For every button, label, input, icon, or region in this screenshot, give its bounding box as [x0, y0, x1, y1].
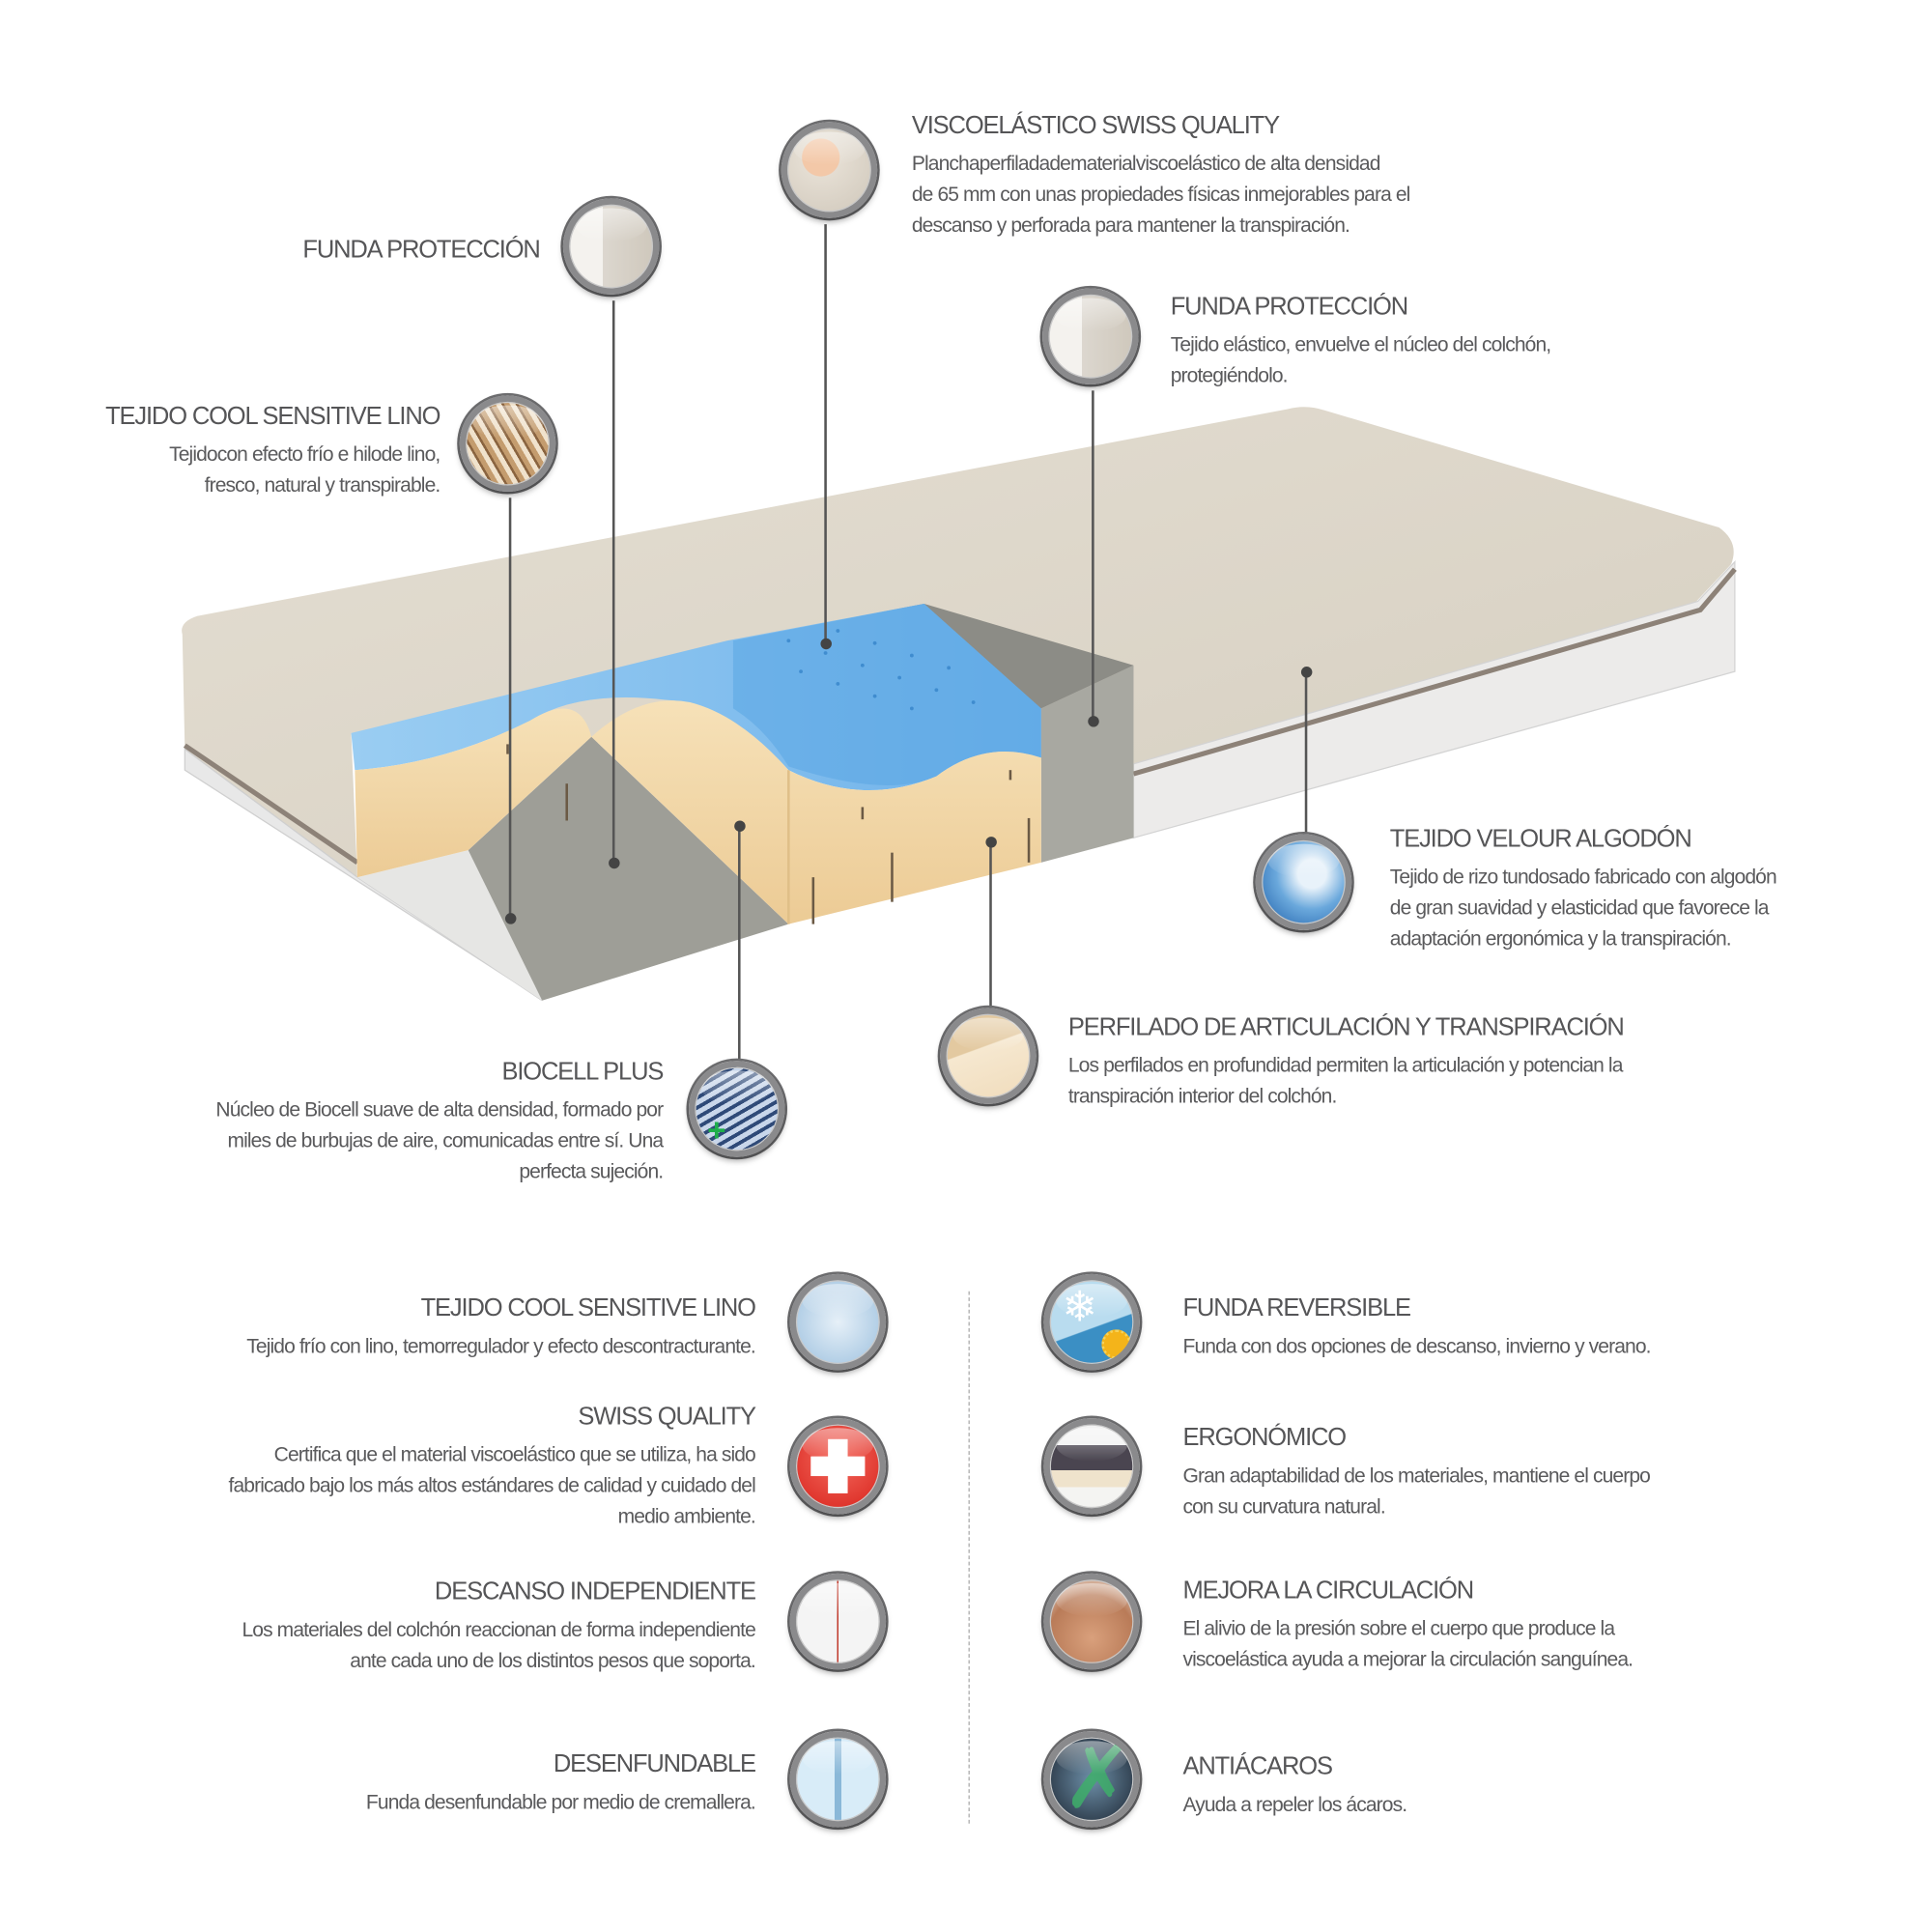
profiled-foam-icon [940, 1008, 1037, 1104]
callout-desc-line: miles de burbujas de aire, comunicadas e… [227, 1129, 664, 1152]
feature-ergonomico: ERGONÓMICO Gran adaptabilidad de los mat… [1182, 1423, 1650, 1522]
leader-line-perfilado [989, 841, 992, 1009]
feature-desc-line: viscoelástica ayuda a mejorar la circula… [1182, 1648, 1634, 1671]
feature-desc-line: con su curvatura natural. [1182, 1495, 1385, 1519]
feature-title: DESCANSO INDEPENDIENTE [434, 1577, 756, 1605]
feature-antiacaros: ANTIÁCAROS Ayuda a repeler los ácaros. [1182, 1752, 1407, 1821]
callout-desc-line: de 65 mm con unas propiedades físicas in… [911, 184, 1410, 207]
linen-fiber-icon [459, 395, 556, 492]
feature-title: FUNDA REVERSIBLE [1182, 1294, 1411, 1322]
callout-funda-left-title: FUNDA PROTECCIÓN [302, 236, 540, 264]
callout-desc-line: fresco, natural y transpirable. [204, 474, 441, 497]
feature-desc-line: Certifica que el material viscoelástico … [273, 1443, 756, 1466]
callout-biocell: BIOCELL PLUS Núcleo de Biocell suave de … [215, 1057, 664, 1187]
callout-title: PERFILADO DE ARTICULACIÓN Y TRANSPIRACIÓ… [1067, 1013, 1625, 1041]
leader-dot [1088, 716, 1099, 727]
biocell-core-front [591, 700, 1041, 924]
callout-desc-line: Planchaperfiladadematerialviscoelástico … [911, 153, 1381, 176]
column-divider [968, 1291, 970, 1824]
leader-dot [734, 820, 746, 832]
feature-title: SWISS QUALITY [578, 1403, 756, 1431]
callout-funda-right: FUNDA PROTECCIÓN Tejido elástico, envuel… [1171, 292, 1551, 391]
leader-line-cool-lino [508, 497, 512, 919]
callout-desc-line: protegiéndolo. [1170, 364, 1289, 387]
leader-line-visco [824, 224, 827, 643]
mattress-piping [1132, 567, 1737, 777]
feature-desc-line: El alivio de la presión sobre el cuerpo … [1182, 1617, 1615, 1640]
hand-on-foam-icon [781, 122, 878, 218]
leader-line-biocell [738, 825, 741, 1060]
leader-dot [985, 837, 997, 848]
leader-line-funda-right [1092, 390, 1094, 722]
callout-title: TEJIDO VELOUR ALGODÓN [1389, 825, 1692, 853]
callout-visco: VISCOELÁSTICO SWISS QUALITY Planchaperfi… [912, 111, 1410, 242]
callout-title: BIOCELL PLUS [501, 1058, 664, 1086]
leader-dot [504, 913, 517, 924]
feature-title: ANTIÁCAROS [1182, 1753, 1333, 1781]
callout-title: FUNDA PROTECCIÓN [1170, 293, 1408, 321]
leader-dot [820, 638, 832, 650]
zipper-icon [789, 1731, 887, 1828]
feature-title: TEJIDO COOL SENSITIVE LINO [420, 1294, 756, 1322]
feature-desc-line: Gran adaptabilidad de los materiales, ma… [1182, 1464, 1650, 1488]
feature-desc-line: medio ambiente. [617, 1505, 756, 1528]
callout-desc-line: Tejidocon efecto frío e hilode lino, [169, 443, 440, 467]
callout-velour: TEJIDO VELOUR ALGODÓN Tejido de rizo tun… [1389, 824, 1777, 954]
leader-line-velour [1304, 671, 1308, 835]
feature-circulacion: MEJORA LA CIRCULACIÓN El alivio de la pr… [1182, 1576, 1634, 1675]
grey-side-block [1040, 665, 1134, 863]
feature-desc-line: Ayuda a repeler los ácaros. [1182, 1794, 1407, 1817]
feature-desc-line: Funda desenfundable por medio de cremall… [365, 1791, 756, 1814]
feature-desenfundable: DESENFUNDABLE Funda desenfundable por me… [365, 1749, 756, 1818]
feature-title: DESENFUNDABLE [553, 1750, 756, 1778]
biocell-core-left [355, 708, 592, 878]
callout-desc-line: de gran suavidad y elasticidad que favor… [1389, 896, 1770, 920]
callout-desc-line: Los perfilados en profundidad permiten l… [1067, 1054, 1624, 1077]
feature-title: MEJORA LA CIRCULACIÓN [1182, 1577, 1474, 1605]
snowflake-sun-icon: ❄ [1043, 1273, 1140, 1371]
independent-rest-icon [789, 1573, 887, 1670]
feature-desc-line: fabricado bajo los más altos estándares … [228, 1474, 756, 1497]
biocell-foam-icon: + [689, 1061, 785, 1157]
anti-mite-icon: ✗ [1043, 1731, 1140, 1828]
callout-title: VISCOELÁSTICO SWISS QUALITY [911, 112, 1280, 140]
callout-desc-line: perfecta sujeción. [519, 1160, 664, 1183]
leader-line-funda-left [611, 300, 615, 863]
feature-descanso-independiente: DESCANSO INDEPENDIENTE Los materiales de… [242, 1577, 756, 1677]
leader-dot [609, 857, 620, 869]
feature-funda-reversible: FUNDA REVERSIBLE Funda con dos opciones … [1182, 1293, 1651, 1362]
callout-desc-line: adaptación ergonómica y la transpiración… [1389, 927, 1732, 951]
feature-desc-line: Los materiales del colchón reaccionan de… [242, 1619, 755, 1641]
ergonomic-body-icon [1043, 1418, 1140, 1515]
ice-crystals-icon [789, 1273, 887, 1371]
callout-desc-line: Núcleo de Biocell suave de alta densidad… [215, 1098, 664, 1122]
leader-dot [1300, 667, 1313, 678]
callout-desc-line: Tejido elástico, envuelve el núcleo del … [1170, 333, 1551, 356]
swiss-cross-icon [789, 1418, 887, 1515]
cover-fabric-icon [562, 198, 660, 295]
feature-title: ERGONÓMICO [1182, 1424, 1347, 1452]
callout-title: TEJIDO COOL SENSITIVE LINO [105, 403, 440, 431]
feather-velour-icon [1255, 834, 1352, 931]
feature-desc-line: Funda con dos opciones de descanso, invi… [1182, 1335, 1651, 1358]
back-circulation-icon [1043, 1573, 1140, 1670]
feature-desc-line: Tejido frío con lino, temorregulador y e… [246, 1335, 756, 1358]
feature-swiss-quality: SWISS QUALITY Certifica que el material … [228, 1403, 757, 1533]
mattress-base-fabric [356, 850, 543, 1001]
biocell-base-grey [468, 736, 789, 1001]
callout-cool-lino: TEJIDO COOL SENSITIVE LINO Tejidocon efe… [105, 402, 440, 501]
callout-desc-line: descanso y perforada para mantener la tr… [911, 213, 1350, 237]
feature-desc-line: ante cada uno de los distintos pesos que… [350, 1649, 755, 1672]
cover-fabric-icon [1042, 288, 1139, 384]
feature-cool-lino: TEJIDO COOL SENSITIVE LINO Tejido frío c… [246, 1293, 756, 1362]
callout-desc-line: Tejido de rizo tundosado fabricado con a… [1389, 866, 1777, 889]
callout-perfilado: PERFILADO DE ARTICULACIÓN Y TRANSPIRACIÓ… [1067, 1012, 1625, 1112]
callout-desc-line: transpiración interior del colchón. [1067, 1085, 1337, 1108]
